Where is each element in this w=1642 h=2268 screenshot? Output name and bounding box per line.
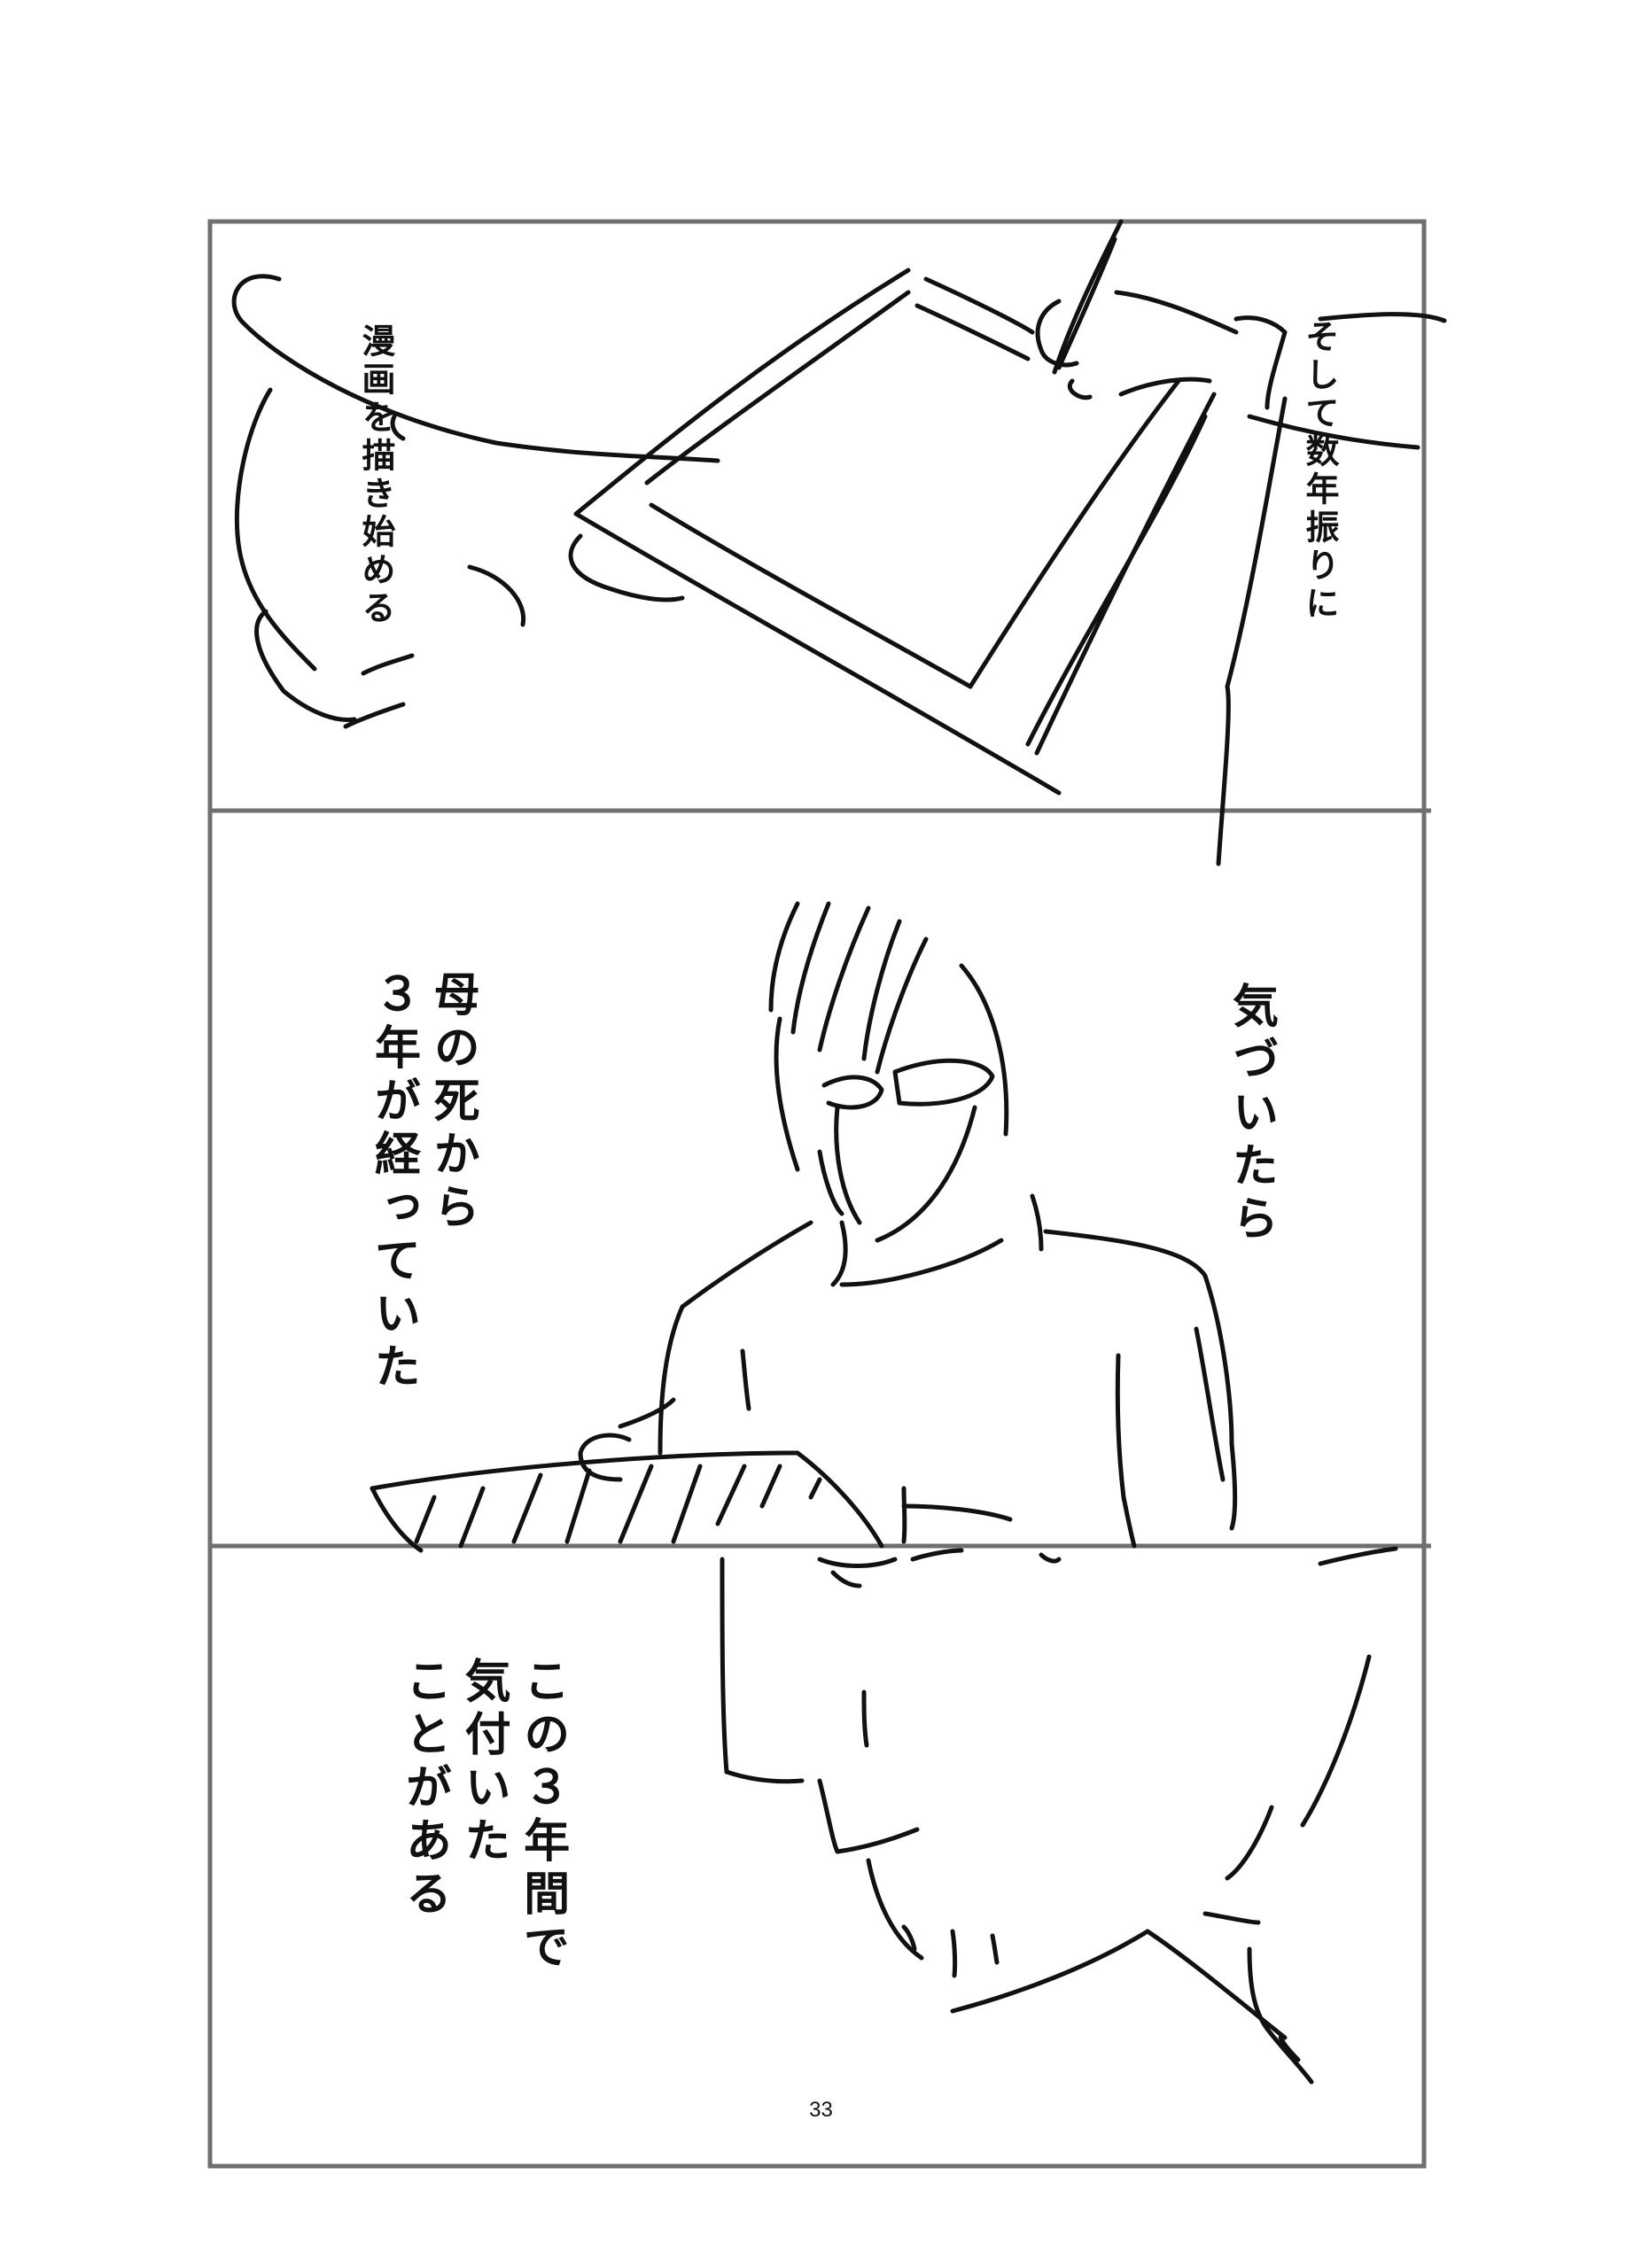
panel-frame-bottom [207,1543,1427,2169]
man-at-desk-sketch [370,901,1238,1553]
caption-kizuitara: 気づいたら [1224,982,1278,1247]
caption-kono-3nenkan-de: この３年間で 気付いた ことがある [397,1657,569,1976]
caption-haha-no-shi-kara: 母の死から ３年が経っていた [366,970,479,1395]
tablet-drawing-sketch [231,219,1447,866]
caption-soshite-sunen-burini: そして数年振りに [1300,319,1339,624]
figure-continuation-sketch [720,1546,1398,2085]
page-number: 33 [809,2098,833,2122]
caption-manga-wo-egakihajimeru: 漫画を描き始める [356,323,395,628]
